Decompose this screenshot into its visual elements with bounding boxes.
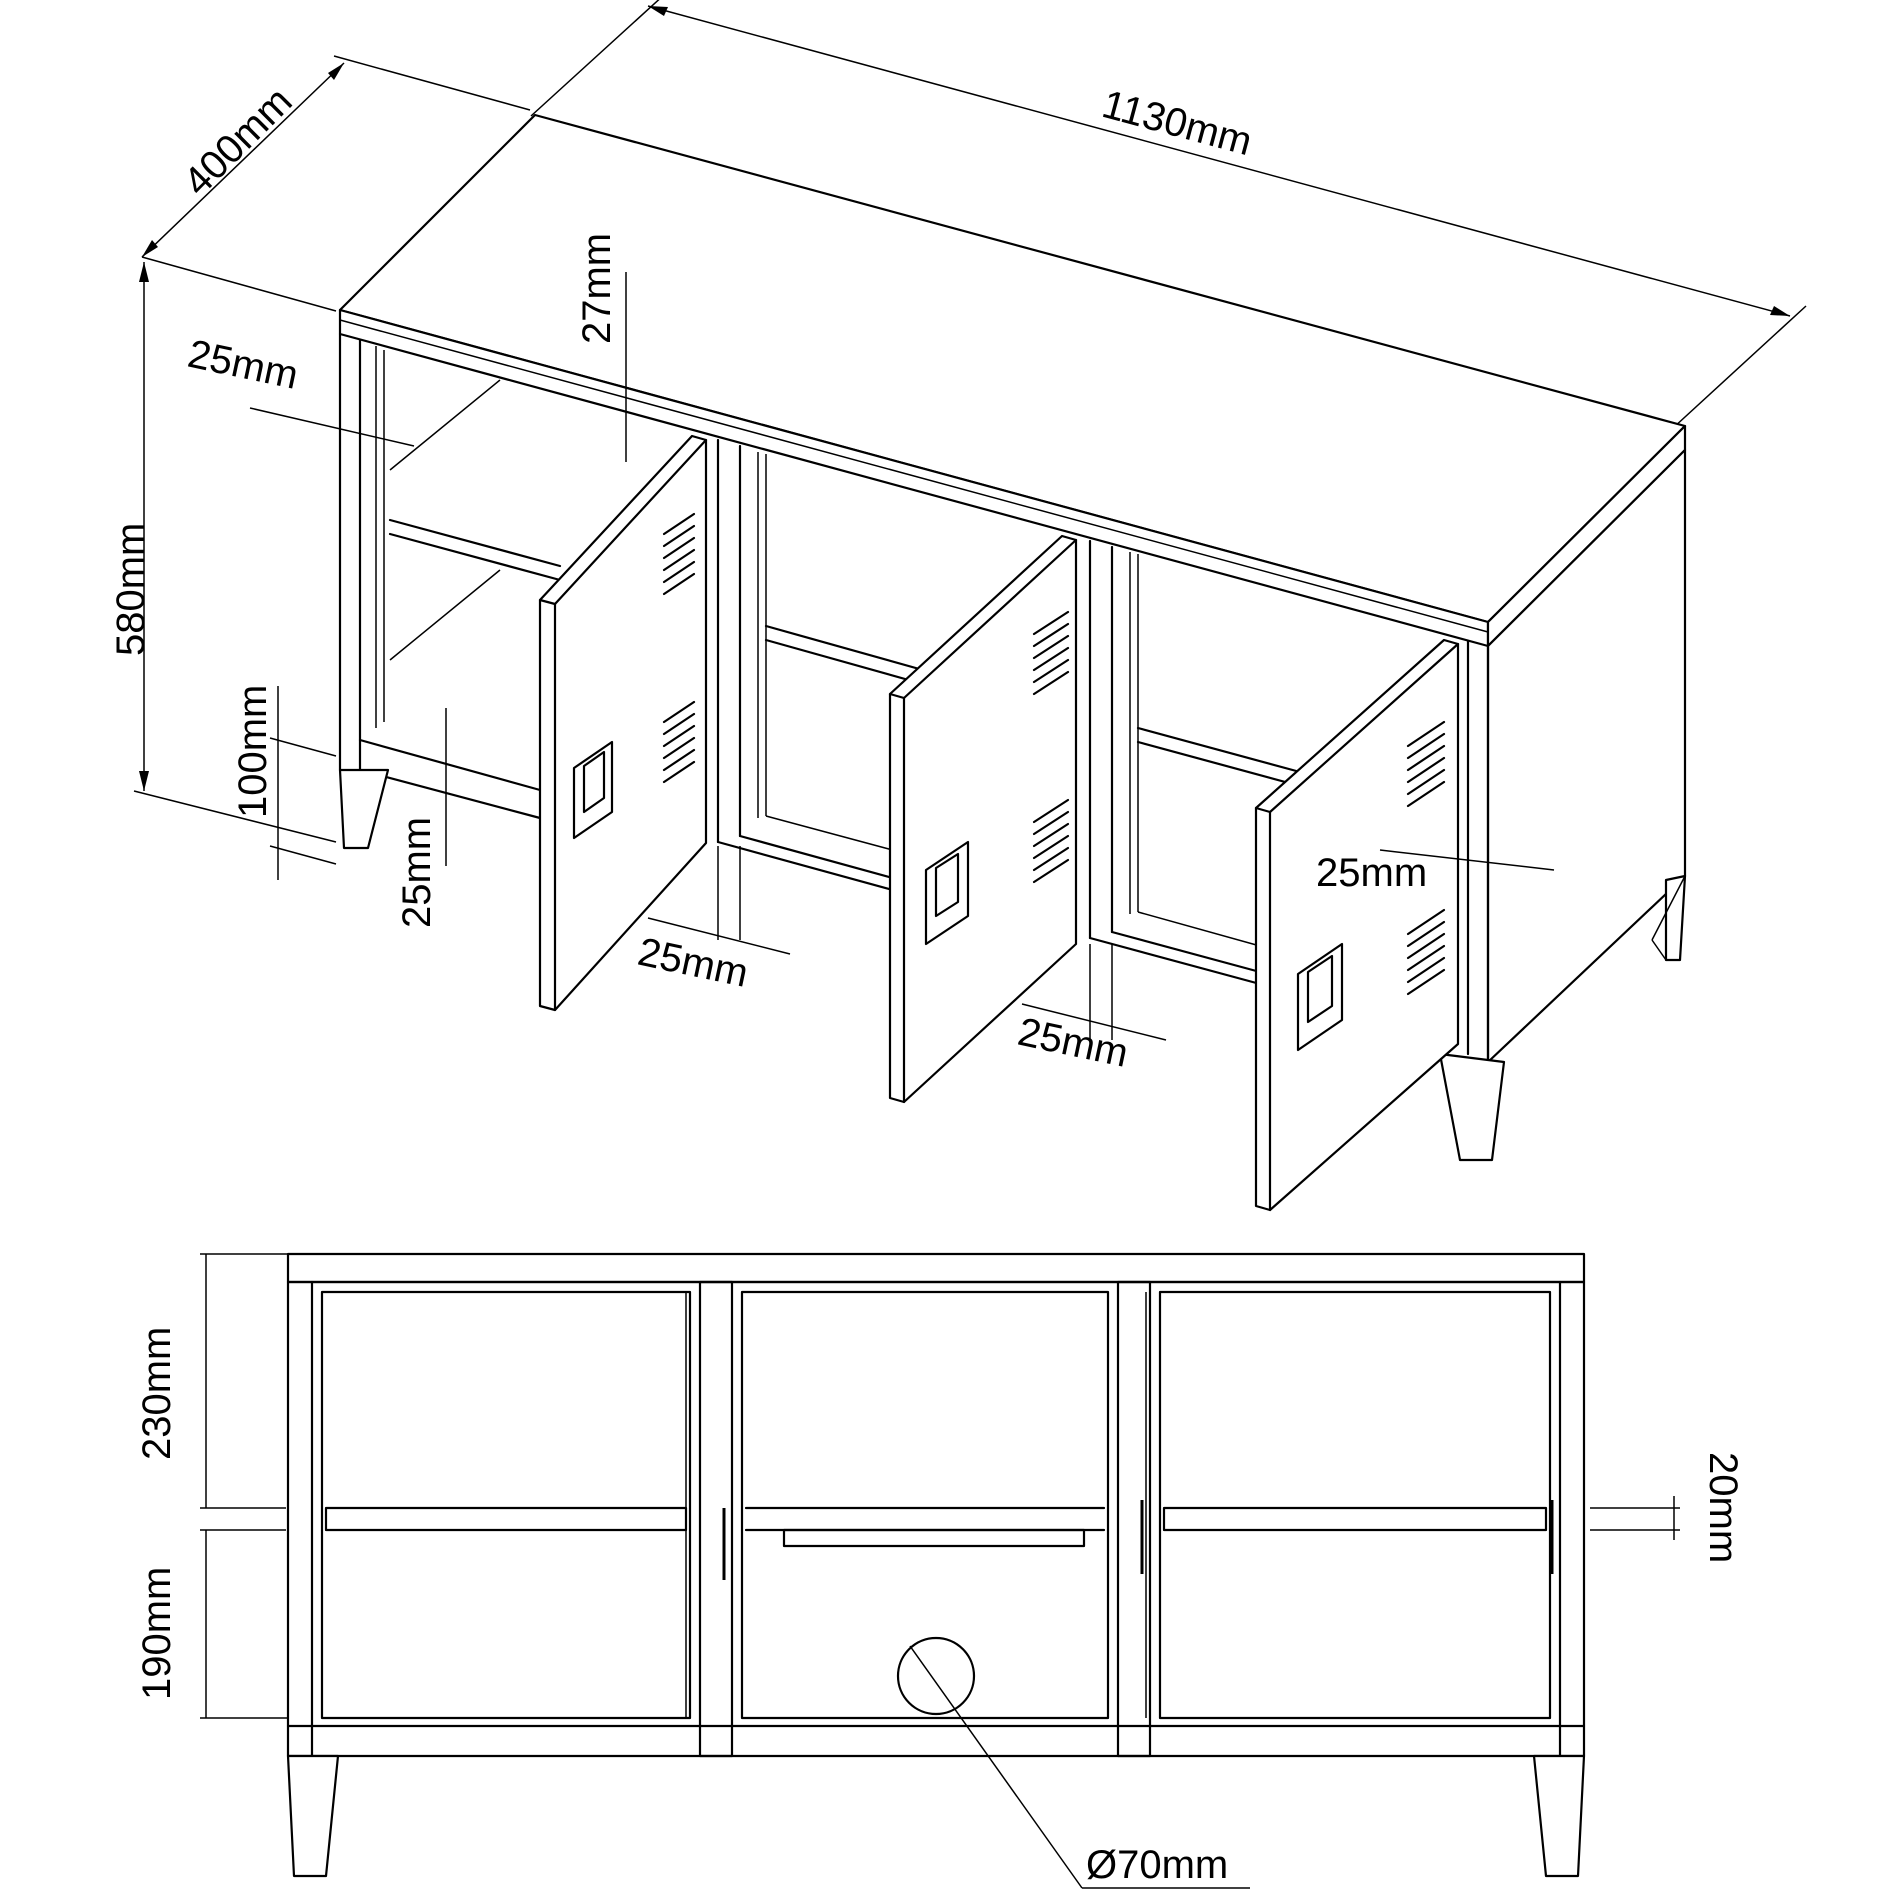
isometric-view: 1130mm 400mm 580mm 27mm 25mm 100mm 25mm … — [109, 0, 1807, 1212]
front-legs — [286, 1754, 1586, 1878]
vent-louvres — [662, 512, 696, 784]
divider-2-label: 25mm — [1014, 1010, 1132, 1076]
door-handle — [1296, 942, 1344, 1052]
width-label: 1130mm — [1098, 82, 1257, 164]
cabinet-top — [338, 113, 1687, 648]
shelf-thickness-label: 20mm — [1701, 1452, 1745, 1563]
dimension-lines-detail — [249, 272, 1555, 1041]
cabinet-legs — [338, 768, 1687, 1162]
vent-louvres — [1406, 720, 1446, 996]
door-middle — [888, 534, 1078, 1104]
cable-hole — [896, 1636, 976, 1716]
cable-hole-label: Ø70mm — [1086, 1843, 1228, 1887]
door-right — [1254, 638, 1460, 1212]
dimension-lines-overall — [133, 0, 1807, 843]
cabinet-carcass — [338, 332, 1687, 1064]
door-handle — [572, 740, 614, 840]
front-cabinet — [286, 1252, 1586, 1758]
top-thickness-label: 27mm — [575, 233, 619, 344]
front-labels: 230mm 190mm 20mm Ø70mm — [135, 1327, 1745, 1887]
side-panel-label: 25mm — [184, 332, 302, 398]
leg-height-label: 100mm — [231, 685, 275, 818]
depth-label: 400mm — [175, 79, 300, 204]
bottom-rail-label: 25mm — [395, 817, 439, 928]
lower-compartment-label: 190mm — [135, 1567, 179, 1700]
upper-compartment-label: 230mm — [135, 1327, 179, 1460]
front-view: 230mm 190mm 20mm Ø70mm — [135, 1252, 1745, 1889]
door-left — [538, 434, 708, 1012]
vent-louvres — [1032, 610, 1070, 884]
height-label: 580mm — [109, 523, 153, 656]
door-handle — [924, 840, 970, 946]
front-dimension-lines — [200, 1253, 1680, 1889]
right-panel-label: 25mm — [1316, 851, 1427, 895]
